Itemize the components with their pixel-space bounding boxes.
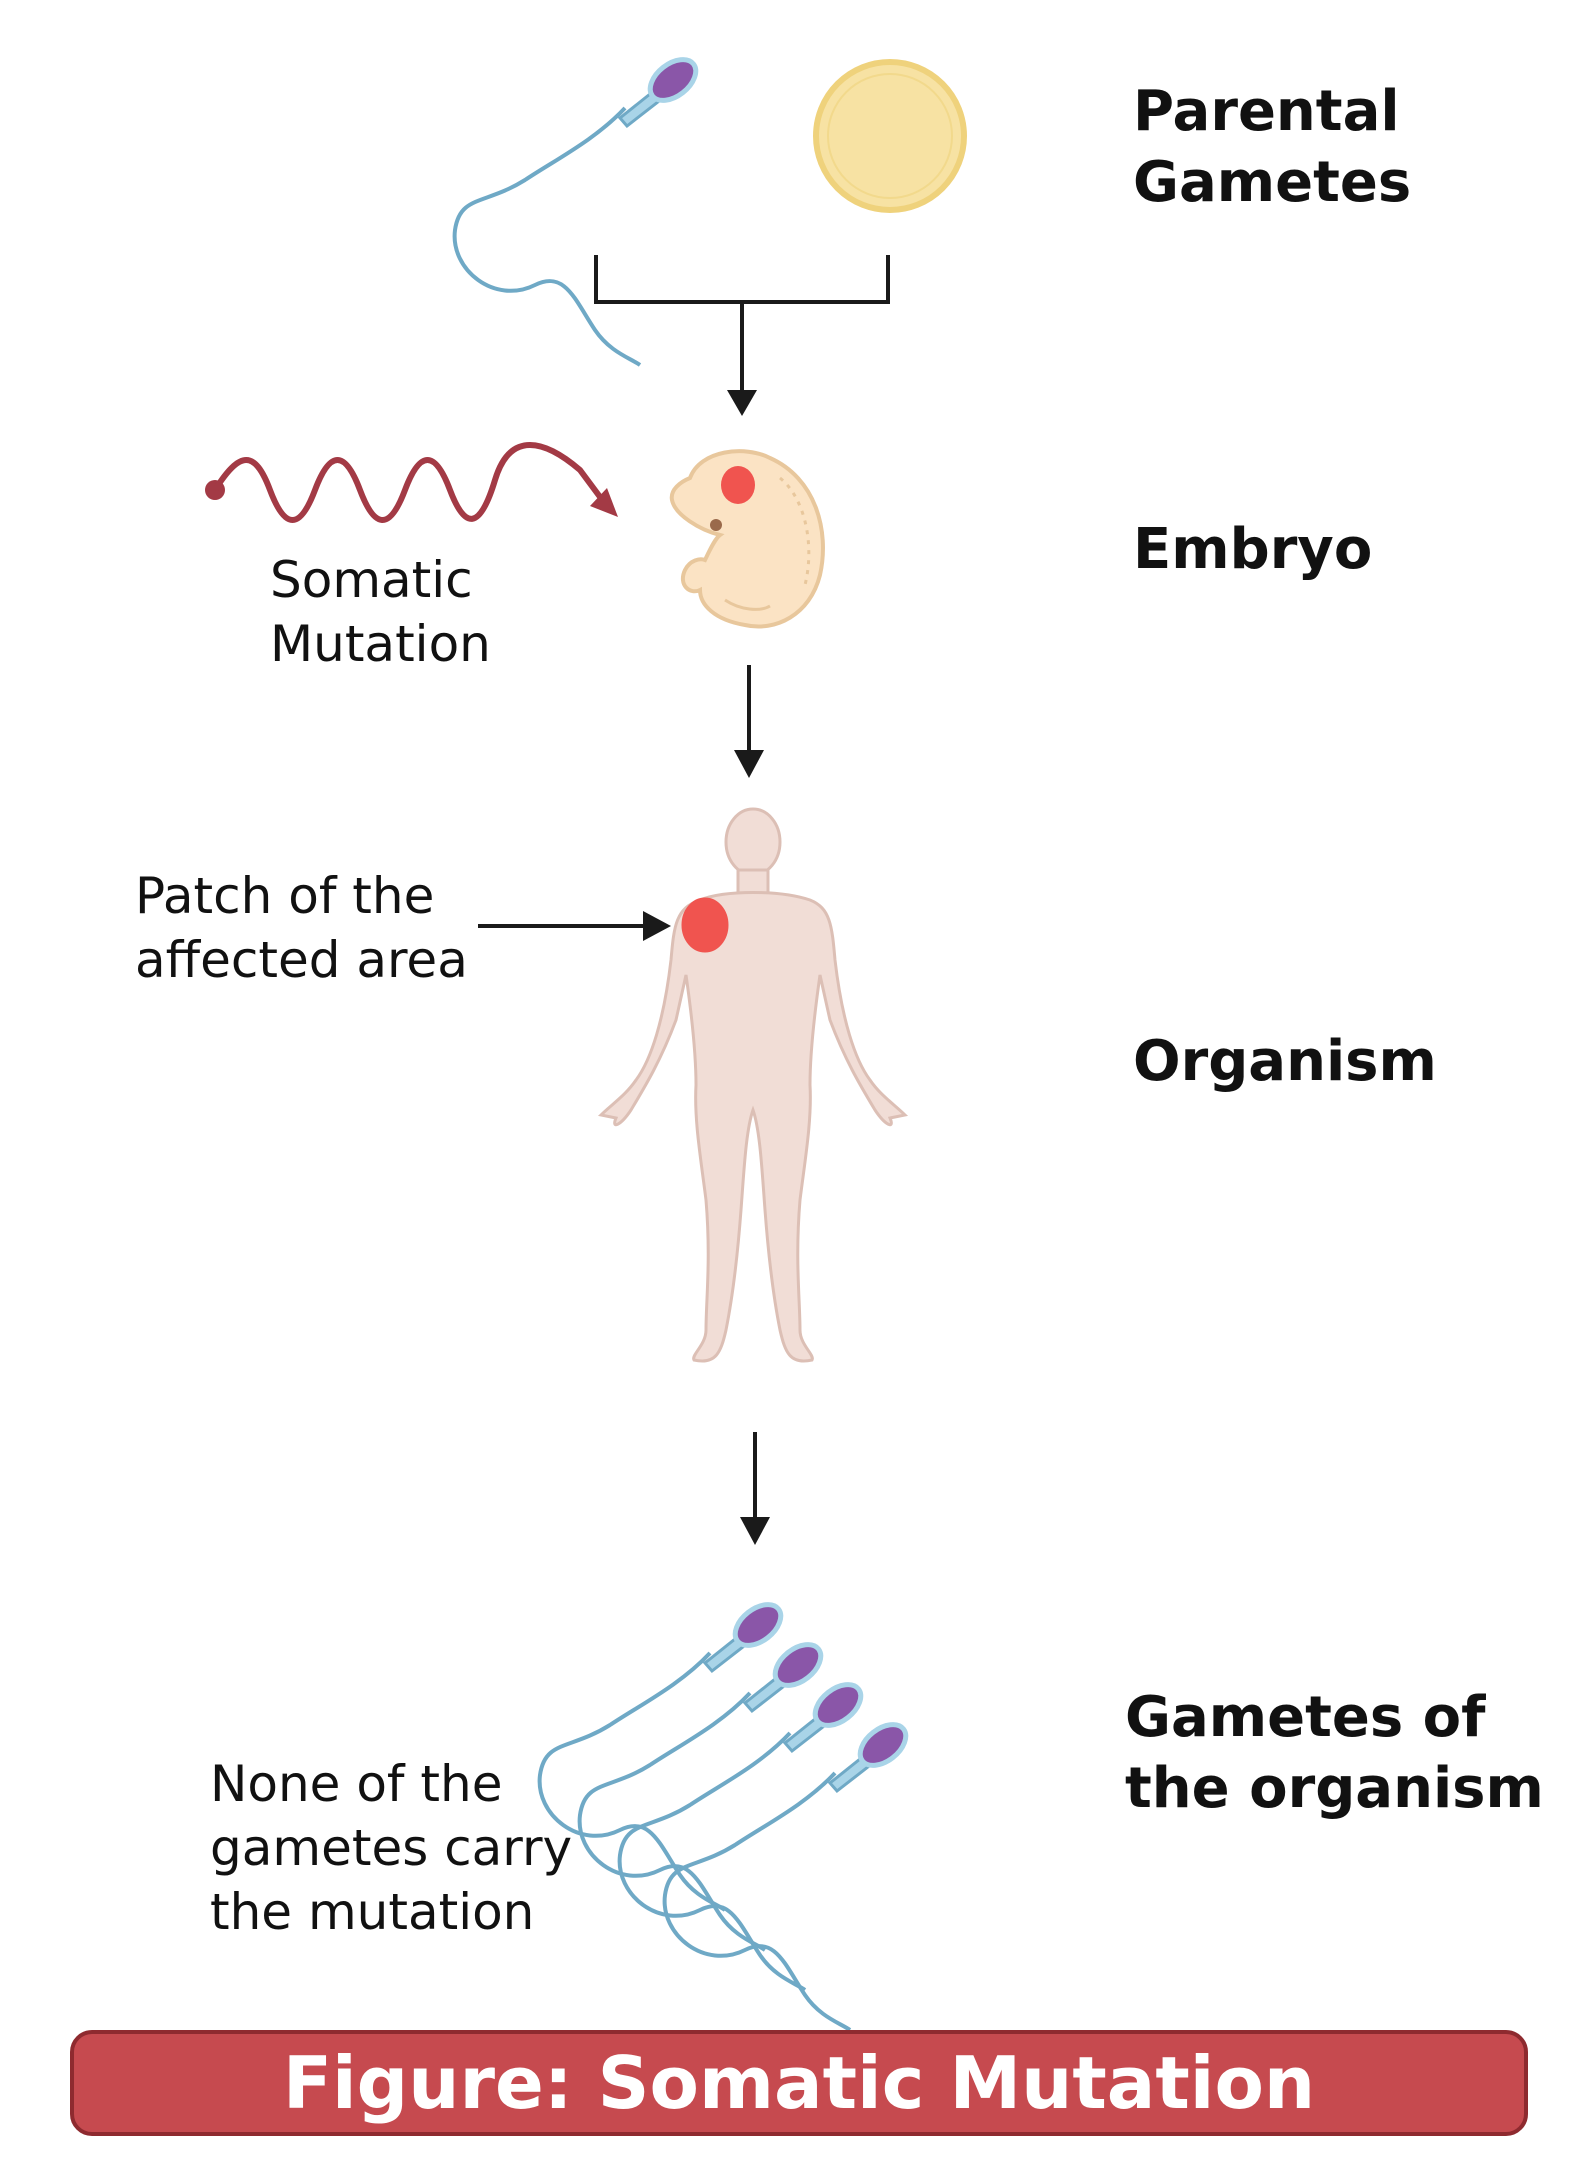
fertilization-bracket: [594, 255, 890, 395]
somatic-mutation-line-2: Mutation: [270, 615, 491, 673]
patch-label: Patch of the affected area: [135, 864, 468, 992]
radiation-wave-icon: [205, 442, 618, 523]
parental-gametes-line-1: Parental: [1133, 79, 1400, 144]
patch-line-2: affected area: [135, 931, 468, 989]
parental-gametes-line-2: Gametes: [1133, 150, 1412, 215]
somatic-mutation-line-1: Somatic: [270, 551, 473, 609]
none-carry-label: None of the gametes carry the mutation: [210, 1752, 572, 1944]
none-carry-line-3: the mutation: [210, 1883, 535, 1941]
gametes-of-organism-line-2: the organism: [1125, 1756, 1544, 1821]
sperm-cluster-icon: [540, 1596, 914, 2030]
patch-line-1: Patch of the: [135, 867, 435, 925]
embryo-icon: [669, 449, 825, 629]
gametes-of-organism-line-1: Gametes of: [1125, 1685, 1486, 1750]
organism-label: Organism: [1133, 1029, 1437, 1094]
human-body-icon: [597, 807, 909, 1363]
embryo-label: Embryo: [1133, 517, 1373, 582]
figure-caption: Figure: Somatic Mutation: [70, 2030, 1528, 2136]
parent-egg-icon: [813, 59, 967, 213]
parental-gametes-label: Parental Gametes: [1133, 76, 1411, 218]
parent-sperm-icon: [455, 51, 704, 365]
somatic-mutation-label: Somatic Mutation: [270, 548, 491, 676]
none-carry-line-1: None of the: [210, 1755, 503, 1813]
caption-text: Figure: Somatic Mutation: [282, 2041, 1316, 2125]
none-carry-line-2: gametes carry: [210, 1819, 573, 1877]
gametes-of-organism-label: Gametes of the organism: [1125, 1682, 1544, 1824]
